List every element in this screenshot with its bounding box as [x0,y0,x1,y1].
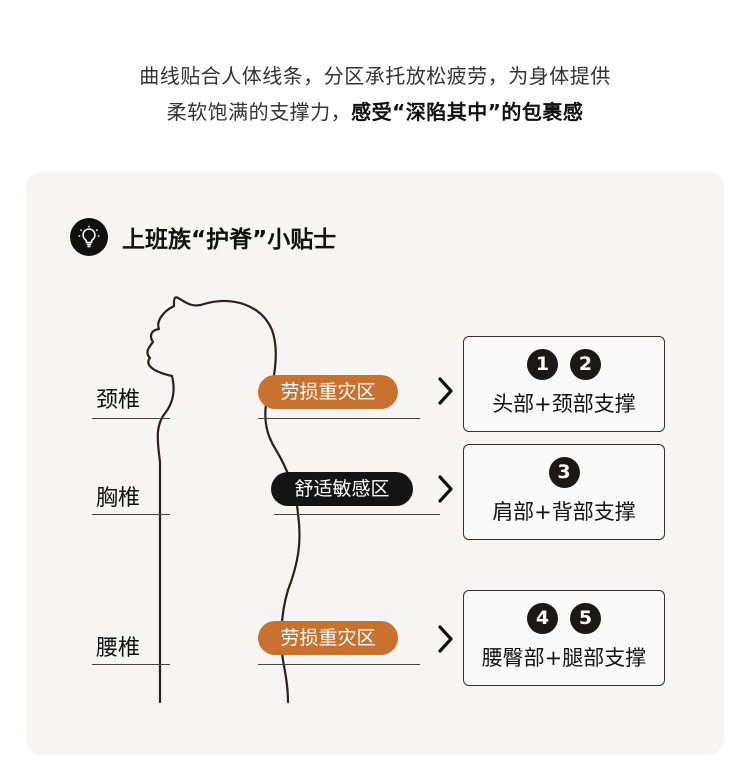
zone-underline-lumbar [92,664,170,665]
support-text: 腰臀部+腿部支撑 [481,646,647,670]
tips-title: 上班族“护脊”小贴士 [122,227,337,253]
support-box-shoulder-back: 3 肩部+背部支撑 [463,444,665,540]
support-numbers: 3 [464,457,664,488]
zone-label-cervical: 颈椎 [96,388,141,413]
support-numbers: 1 2 [464,349,664,380]
number-badge: 1 [527,349,558,380]
zone-underline-cervical [92,418,170,419]
number-badge: 3 [548,457,580,488]
intro-line-2-normal: 柔软饱满的支撑力， [166,100,352,124]
tag-underline-thoracic [274,514,440,515]
lightbulb-icon [70,218,108,256]
zone-tag-thoracic: 舒适敏感区 [271,472,413,506]
silhouette-outline [146,296,301,704]
tips-header: 上班族“护脊”小贴士 [70,217,336,257]
chevron-right-icon [438,625,453,653]
body-silhouette [146,296,301,704]
support-box-head-neck: 1 2 头部+颈部支撑 [463,336,665,432]
zone-label-thoracic: 胸椎 [96,486,141,511]
support-box-hip-leg: 4 5 腰臀部+腿部支撑 [463,590,665,686]
tag-underline-lumbar [258,664,420,665]
chevron-right-icon [438,475,453,503]
zone-tag-lumbar: 劳损重灾区 [258,621,398,655]
intro-line-2: 柔软饱满的支撑力，感受“深陷其中”的包裹感 [0,94,750,130]
chevron-right-icon [438,377,453,405]
zone-label-lumbar: 腰椎 [96,636,141,661]
support-text: 头部+颈部支撑 [492,392,636,416]
zone-tag-cervical: 劳损重灾区 [258,375,398,409]
number-badge: 5 [570,603,601,634]
zone-underline-thoracic [92,514,170,515]
support-numbers: 4 5 [464,603,664,634]
tips-card: 上班族“护脊”小贴士 颈椎 劳损重灾区 1 2 头部+颈部支撑 胸椎 舒适敏感区… [26,172,724,755]
intro-line-1: 曲线贴合人体线条，分区承托放松疲劳，为身体提供 [139,64,611,88]
tag-underline-cervical [258,418,420,419]
support-text: 肩部+背部支撑 [492,500,636,524]
intro-line-2-bold: 感受“深陷其中”的包裹感 [351,100,584,124]
intro-text: 曲线贴合人体线条，分区承托放松疲劳，为身体提供 柔软饱满的支撑力，感受“深陷其中… [0,58,750,130]
number-badge: 2 [570,349,601,380]
number-badge: 4 [527,603,558,634]
